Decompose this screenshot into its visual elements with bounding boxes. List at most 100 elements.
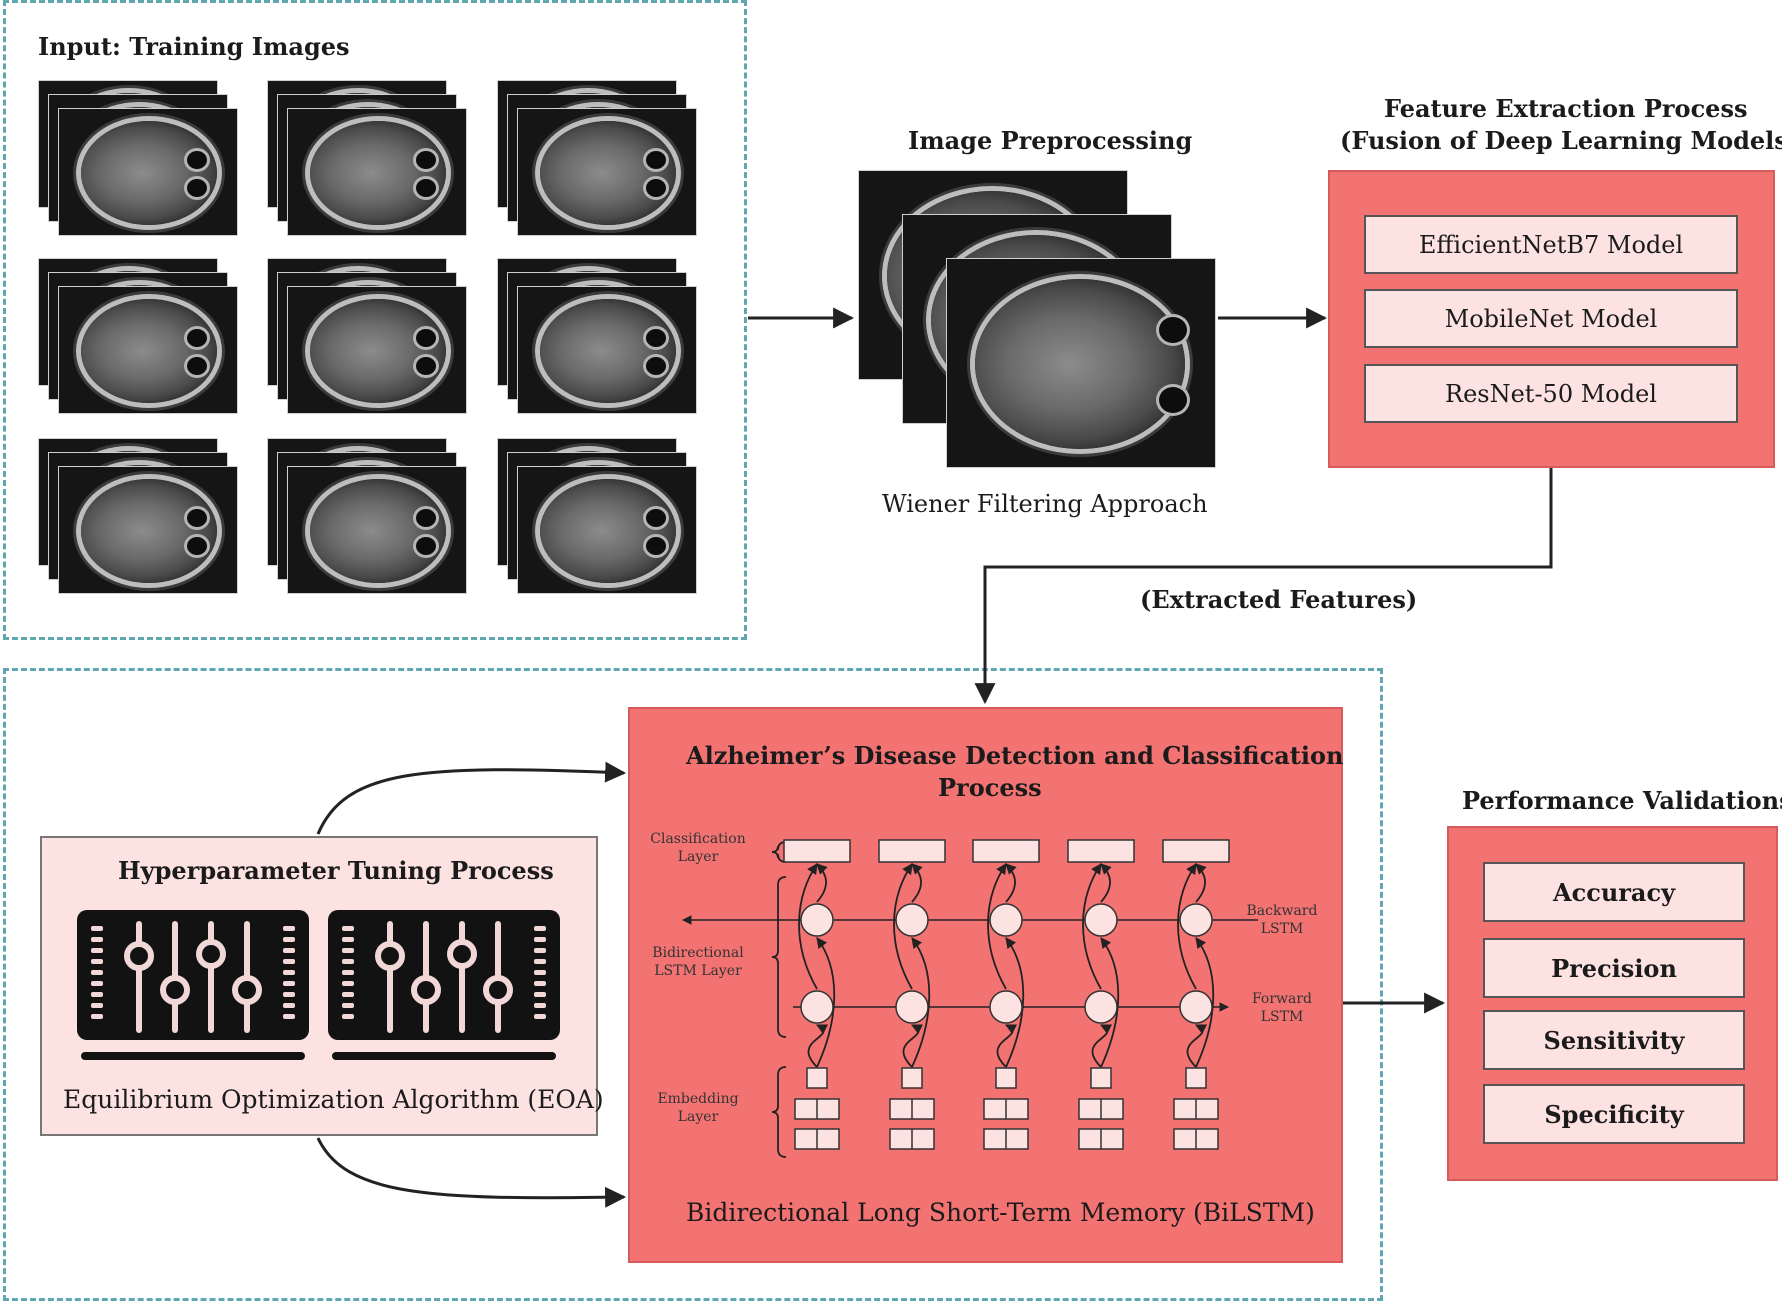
embedding-unit <box>1185 1067 1207 1089</box>
classification-unit <box>1067 839 1135 863</box>
brain-image <box>540 121 676 225</box>
brain-image <box>540 479 676 583</box>
backward-to-classification <box>911 863 923 903</box>
extracted-features-label: (Extracted Features) <box>1140 585 1418 614</box>
equalizer-tick <box>91 1014 103 1019</box>
brain-image <box>81 299 217 403</box>
eye-orbit <box>187 357 207 375</box>
eye-orbit <box>646 537 666 555</box>
equalizer-tick <box>283 981 295 986</box>
equalizer-tick <box>342 970 354 975</box>
mri-scan-stack <box>497 258 717 428</box>
mri-slice <box>517 466 697 594</box>
eye-orbit <box>646 329 666 347</box>
embedding-unit <box>901 1067 923 1089</box>
bilstm-diagram <box>682 839 1258 1158</box>
bilstm-layer-label: Bidirectional LSTM Layer <box>640 944 756 980</box>
layer-brace <box>771 841 787 863</box>
eye-orbit <box>646 151 666 169</box>
performance-title: Performance Validations <box>1462 786 1782 815</box>
equalizer-tick <box>91 926 103 931</box>
resnet50-model-box: ResNet-50 Model <box>1364 364 1738 423</box>
efficientnetb7-model-box: EfficientNetB7 Model <box>1364 215 1738 274</box>
brain-image <box>540 299 676 403</box>
equalizer-tick <box>283 970 295 975</box>
equalizer-tick <box>283 992 295 997</box>
eye-orbit <box>416 537 436 555</box>
classification-unit <box>972 839 1040 863</box>
mri-scan-stack <box>497 438 717 608</box>
forward-to-classification <box>987 863 1007 990</box>
equalizer-tick <box>342 959 354 964</box>
eye-orbit <box>416 329 436 347</box>
equalizer-tick <box>91 1003 103 1008</box>
mri-slice <box>58 286 238 414</box>
equalizer-tick <box>283 937 295 942</box>
input-images-title: Input: Training Images <box>38 32 350 61</box>
slider-knob <box>375 941 405 971</box>
eye-orbit <box>646 509 666 527</box>
backward-lstm-label-line2: LSTM <box>1260 921 1304 937</box>
embedding-unit <box>806 1067 828 1089</box>
feature-extraction-title-line1: Feature Extraction Process <box>1384 94 1748 123</box>
equalizer-tick <box>91 992 103 997</box>
ad-detection-box <box>628 707 1343 1263</box>
equalizer-tick <box>283 959 295 964</box>
classification-panel <box>3 668 1383 1301</box>
equalizer-tick <box>534 1003 546 1008</box>
eye-orbit <box>1159 387 1187 413</box>
equalizer-tick <box>91 937 103 942</box>
eye-orbit <box>646 179 666 197</box>
bilstm-caption: Bidirectional Long Short-Term Memory (Bi… <box>686 1198 1315 1227</box>
mri-slice <box>517 108 697 236</box>
mri-scan-stack <box>497 80 717 250</box>
mri-slice <box>287 108 467 236</box>
preprocessing-title: Image Preprocessing <box>908 126 1193 155</box>
equalizer-tick <box>342 937 354 942</box>
eye-orbit <box>416 179 436 197</box>
equalizer-icon-right <box>328 910 560 1040</box>
eye-orbit <box>416 357 436 375</box>
slider-knob <box>411 975 441 1005</box>
eye-orbit <box>646 357 666 375</box>
equalizer-tick <box>534 948 546 953</box>
equalizer-icon-left <box>77 910 309 1040</box>
slider-knob <box>447 939 477 969</box>
forward-lstm-label: Forward LSTM <box>1232 990 1332 1026</box>
equalizer-tick <box>534 926 546 931</box>
ad-detection-title-line1: Alzheimer’s Disease Detection and Classi… <box>686 741 1344 770</box>
embed-to-forward <box>807 1024 829 1068</box>
layer-brace <box>771 876 787 1038</box>
equalizer-tick <box>342 926 354 931</box>
brain-image <box>310 299 446 403</box>
mri-slice <box>287 466 467 594</box>
classification-unit <box>1162 839 1230 863</box>
forward-to-classification <box>1082 863 1102 990</box>
slider-knob <box>196 939 226 969</box>
eye-orbit <box>416 509 436 527</box>
sensitivity-box: Sensitivity <box>1483 1010 1745 1070</box>
embed-to-forward <box>1091 1024 1113 1068</box>
brain-image <box>81 121 217 225</box>
equalizer-tick <box>534 1014 546 1019</box>
mri-scan-stack <box>267 438 487 608</box>
equalizer-base-right <box>332 1052 556 1060</box>
eye-orbit <box>187 509 207 527</box>
brain-image <box>310 479 446 583</box>
classification-layer-label-line1: Classification <box>650 831 746 847</box>
mri-slice <box>58 108 238 236</box>
embed-to-backward <box>911 937 931 1068</box>
brain-image <box>81 479 217 583</box>
eoa-algorithm-label: Equilibrium Optimization Algorithm (EOA) <box>63 1085 604 1114</box>
equalizer-tick <box>342 1014 354 1019</box>
equalizer-tick <box>91 970 103 975</box>
mri-scan-stack <box>38 80 258 250</box>
equalizer-tick <box>283 926 295 931</box>
backward-to-classification <box>816 863 828 903</box>
forward-to-classification <box>893 863 913 990</box>
backward-lstm-cell <box>1084 903 1118 937</box>
equalizer-tick <box>91 959 103 964</box>
embed-to-backward <box>1100 937 1120 1068</box>
equalizer-tick <box>534 937 546 942</box>
bilstm-layer-label-line2: LSTM Layer <box>654 963 742 979</box>
